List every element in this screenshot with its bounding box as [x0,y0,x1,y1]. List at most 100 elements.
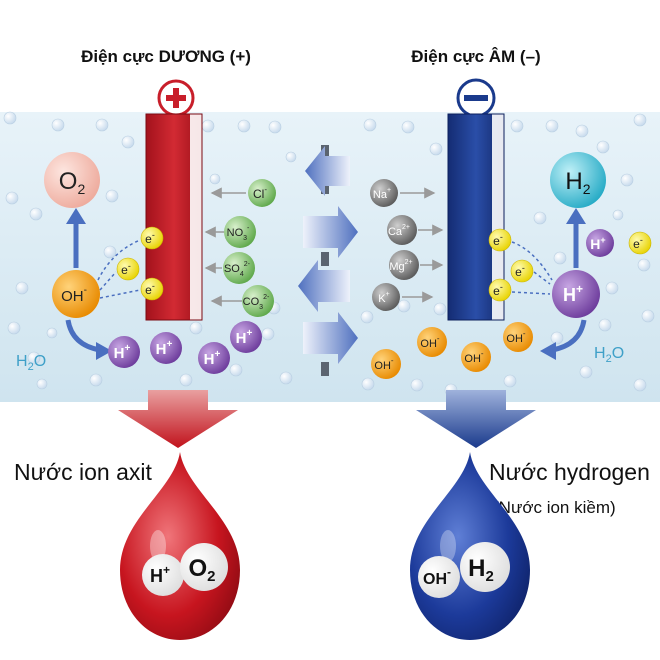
h-sup: + [125,343,131,354]
oh-base: OH [374,360,391,372]
h-base: H [590,236,600,252]
svg-text:H+: H+ [156,339,173,358]
svg-text:e-: e- [515,263,525,279]
curved-arrow-icon [551,319,587,353]
e-sup: - [128,261,131,271]
hydrogen-water-drop: OH- H2 [410,452,530,640]
svg-text:e-: e- [493,282,503,298]
o2-base: O [59,168,78,195]
acid-water-label: Nước ion axit [14,459,152,485]
svg-text:O2: O2 [188,555,215,585]
membrane-arrow-right [303,206,358,258]
h2-sub: 2 [583,181,591,197]
water-label-left: H2O [16,353,46,373]
hydroxide-ion: OH- [417,327,447,357]
oh-base: OH [464,353,481,365]
svg-text:H+: H+ [590,235,605,252]
electron: e- [140,277,164,301]
electron: e- [116,257,140,281]
svg-text:H2: H2 [468,555,494,585]
cation-base: Na [373,189,388,201]
e-sup: - [500,282,503,292]
svg-text:e-: e- [493,232,503,248]
cation-calcium: Ca2+ [387,215,417,245]
membrane-arrow-left [298,260,350,312]
oh-sup: - [84,285,87,296]
oh-sup: - [523,329,526,338]
e-base: e [493,284,500,298]
oh-base: OH [420,338,437,350]
e-base: e [515,265,522,279]
h2o-base: H [16,353,28,370]
hydrogen-molecule: H2 [550,152,606,208]
hydroxide-ion: OH- [371,349,401,379]
anion-chloride: Cl- [248,179,276,207]
anion-sup: 2- [263,294,270,301]
h-base: H [114,345,125,362]
anion-sup: - [247,225,250,232]
cation-magnesium: Mg2+ [389,250,419,280]
h-sup: + [247,328,253,339]
svg-text:e-: e- [145,230,155,246]
h2o-base: H [594,345,606,362]
proton: H+ [198,342,230,374]
svg-text:OH-: OH- [61,285,87,305]
ion-base: H [468,555,485,582]
h-base: H [236,330,247,347]
proton: H+ [230,321,262,353]
svg-text:H+: H+ [114,343,131,362]
anion-base: SO [224,263,240,275]
ion-sup: + [163,563,170,577]
h-sup: + [600,235,605,245]
h2o-tail: O [612,345,624,362]
svg-text:H2: H2 [565,168,590,197]
svg-text:Na+: Na+ [373,187,391,201]
proton: H+ [108,336,140,368]
h2o-tail: O [34,353,46,370]
h-sup: + [215,349,221,360]
anion-nitrate: NO3- [224,216,256,248]
anion-base: CO [243,296,260,308]
cation-base: Mg [389,261,404,273]
positive-electrode-title: Điện cực DƯƠNG (+) [81,47,251,66]
proton: H+ [586,229,614,257]
hydroxide-ion: OH- [503,322,533,352]
oh-sup: - [437,334,440,343]
acid-output-arrow-icon [118,390,238,448]
o2-sub: 2 [77,181,85,197]
svg-text:CO32-: CO32- [243,294,270,311]
anion-sup: 2- [244,261,251,268]
e-sup: - [640,235,643,245]
anion-carbonate: CO32- [242,285,274,317]
svg-text:OH-: OH- [423,565,451,588]
svg-text:SO42-: SO42- [224,261,251,278]
svg-text:e-: e- [145,281,155,297]
svg-text:H+: H+ [563,282,583,305]
bubbles [3,111,655,397]
hydroxide-ion: OH- [52,270,100,318]
cation-base: Ca [388,226,403,238]
cation-sup: + [386,291,390,298]
svg-text:Cl-: Cl- [253,185,267,201]
plus-sign-icon [157,79,195,117]
svg-text:Mg2+: Mg2+ [389,259,412,273]
ion-base: OH [423,571,447,588]
svg-text:e-: e- [121,261,131,277]
svg-text:K+: K+ [378,291,389,305]
proton: H+ [150,332,182,364]
e-base: e [633,237,640,251]
negative-electrode-title: Điện cực ÂM (–) [411,47,540,66]
oh-base: OH [61,288,84,305]
oxygen-molecule: O2 [44,152,100,208]
svg-text:H+: H+ [204,349,221,368]
alkaline-output-arrow-icon [416,390,536,448]
ion-base: H [150,566,163,586]
svg-text:H+: H+ [150,563,170,586]
cation-arrows [400,187,444,303]
ion-sup: - [447,565,451,579]
anion-sub: 4 [240,271,244,278]
oh-base: OH [506,333,523,345]
svg-text:OH-: OH- [506,329,526,345]
cation-sup: 2+ [402,224,410,231]
ion-sub: 2 [207,568,215,585]
